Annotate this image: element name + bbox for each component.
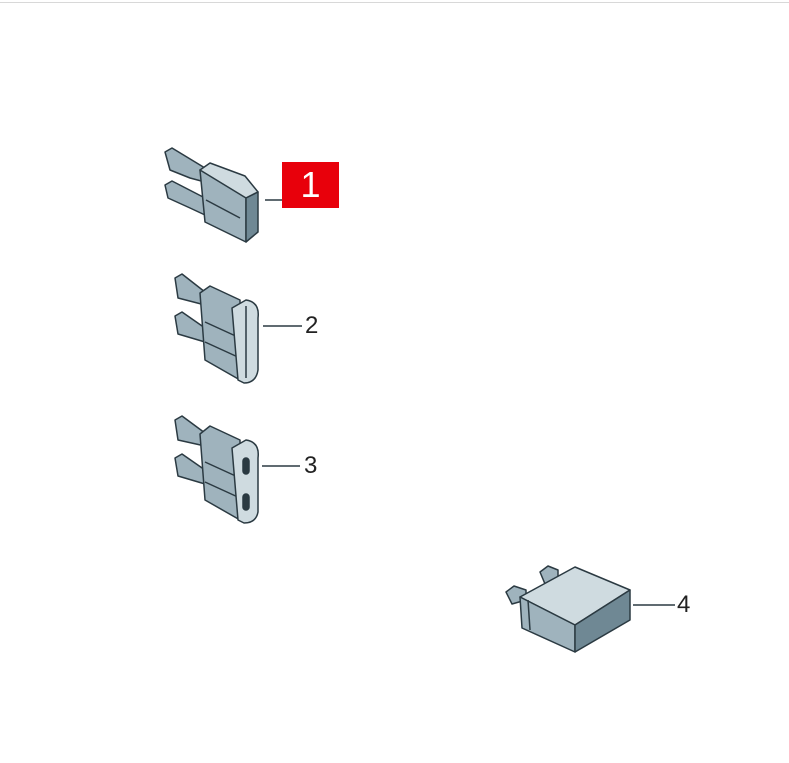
callout-3[interactable]: 3	[304, 452, 318, 479]
top-divider	[0, 2, 789, 3]
part-1-mini-fuse[interactable]	[164, 147, 259, 243]
callout-1-highlighted[interactable]: 1	[282, 162, 339, 208]
callout-2[interactable]: 2	[305, 312, 319, 339]
part-4-relay-fuse[interactable]	[505, 565, 631, 653]
part-2-fuse[interactable]	[174, 273, 259, 384]
part-3-fuse[interactable]	[174, 415, 259, 524]
callout-4[interactable]: 4	[677, 591, 691, 618]
